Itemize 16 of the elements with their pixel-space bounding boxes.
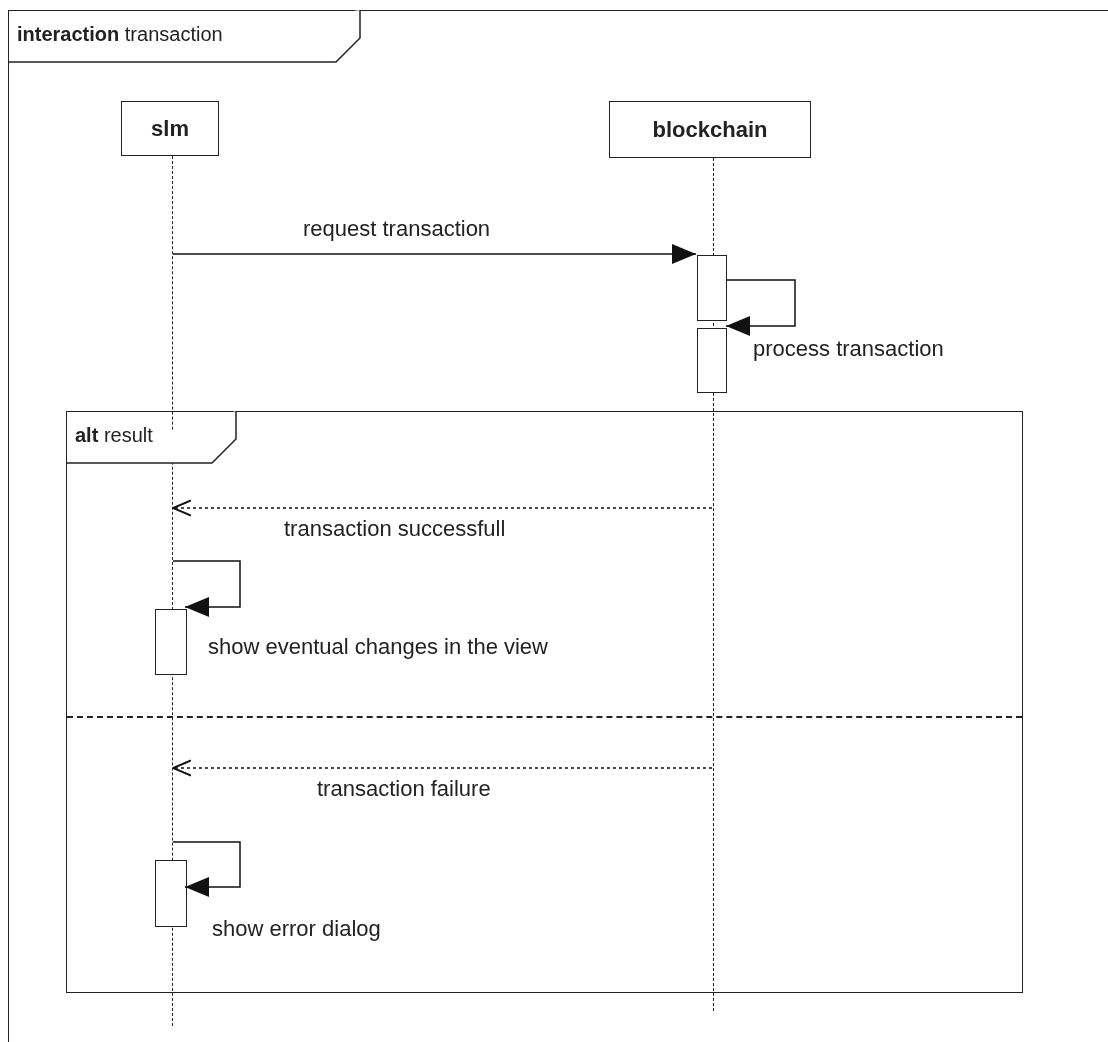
activation-bar [155, 609, 187, 675]
participant-box [609, 101, 811, 158]
participant-box [121, 101, 219, 156]
participant-name: slm [151, 115, 189, 142]
message-arrow [172, 499, 713, 517]
message-arrow [172, 560, 241, 617]
activation-bar [697, 255, 727, 321]
activation-bar [155, 860, 187, 927]
message-arrow [172, 759, 713, 777]
activation-bar [697, 328, 727, 393]
frame-title: alt result [75, 424, 153, 447]
frame-title: interaction transaction [17, 23, 223, 46]
message-arrow [172, 841, 241, 897]
participant-name: blockchain [652, 116, 768, 143]
message-arrow [725, 279, 796, 336]
message-arrow [172, 244, 697, 264]
